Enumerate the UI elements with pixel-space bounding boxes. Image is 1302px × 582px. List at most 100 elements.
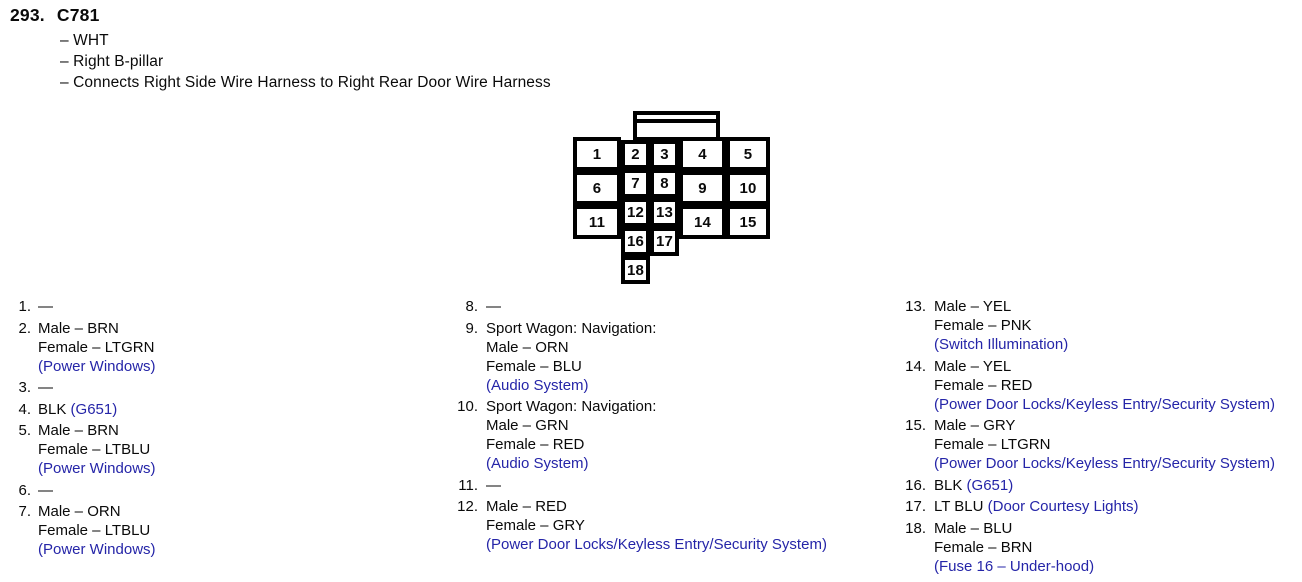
- pin-description: —: [486, 476, 501, 495]
- pin-system-label: (Power Windows): [38, 541, 156, 558]
- pin-wire-text: Male – YEL: [934, 357, 1012, 375]
- pin-wire-text: BLK: [934, 476, 967, 494]
- connector-pin-cell-4: 4: [679, 137, 726, 171]
- connector-pin-cell-13: 13: [650, 198, 679, 227]
- pin-wire-text: LT BLU: [934, 498, 988, 515]
- pin-wire-text: Female – LTBLU: [38, 441, 151, 458]
- connector-pin-cell-17: 17: [650, 227, 679, 256]
- pin-system-label: (Power Door Locks/Keyless Entry/Security…: [486, 536, 827, 553]
- pin-description: Male – ORN Female – LTBLU (Power Windows): [38, 502, 156, 559]
- pin-description-line: Female – BRN: [934, 538, 1094, 557]
- connector-notes: – WHT – Right B-pillar – Connects Right …: [60, 30, 551, 93]
- pin-number: 10.: [457, 398, 478, 415]
- pin-wire-text: Female – RED: [486, 436, 585, 453]
- pin-wire-text: Male – GRN: [486, 417, 569, 434]
- pin-wire-text: Male – ORN: [38, 503, 121, 520]
- pin-description-line: Female – RED: [934, 376, 1275, 395]
- pin-description-line: Male – GRY: [934, 416, 1275, 435]
- pin-system-label: (Door Courtesy Lights): [987, 498, 1139, 515]
- pin-description-line: (Power Door Locks/Keyless Entry/Security…: [934, 454, 1275, 473]
- pin-number: 1.: [18, 298, 31, 315]
- pin-description-line: Male – ORN: [38, 502, 156, 521]
- pin-description-line: (Switch Illumination): [934, 335, 1068, 354]
- pin-description-line: (Power Windows): [38, 357, 156, 376]
- connector-pin-cell-16: 16: [621, 227, 650, 256]
- pin-list-item: 17.LT BLU (Door Courtesy Lights): [900, 497, 1275, 516]
- pin-description: LT BLU (Door Courtesy Lights): [934, 497, 1139, 516]
- pin-wire-text: —: [38, 298, 53, 315]
- pin-description-column-3: 13. Male – YEL Female – PNK(Switch Illumin…: [900, 297, 1275, 578]
- pin-number: 13.: [905, 298, 926, 315]
- pin-wire-text: —: [38, 481, 53, 499]
- connector-pin-cell-12: 12: [621, 198, 650, 227]
- pin-description-line: Male – YEL: [934, 357, 1275, 376]
- pin-list-item: 13. Male – YEL Female – PNK(Switch Illumin…: [900, 297, 1275, 354]
- pin-description: BLK (G651): [934, 476, 1013, 495]
- connector-id: C781: [56, 5, 100, 25]
- pin-list-item: 10. Sport Wagon: Navigation: Male – GRN Fem…: [452, 397, 827, 473]
- connector-pin-cell-3: 3: [650, 140, 679, 169]
- pin-wire-text: —: [486, 298, 501, 315]
- pin-description: BLK (G651): [38, 400, 117, 419]
- pin-wire-text: Male – RED: [486, 498, 567, 515]
- pin-number: 12.: [457, 498, 478, 515]
- connector-pin-cell-2: 2: [621, 140, 650, 169]
- pin-description-line: (Audio System): [486, 376, 656, 395]
- pin-description-line: Sport Wagon: Navigation:: [486, 319, 656, 338]
- pin-wire-text: Female – PNK: [934, 317, 1032, 334]
- pin-system-label: (Power Door Locks/Keyless Entry/Security…: [934, 455, 1275, 472]
- connector-pin-cell-9: 9: [679, 171, 726, 205]
- pin-system-label: (G651): [70, 400, 118, 418]
- connector-pin-cell-14: 14: [679, 205, 726, 239]
- pin-system-label: (Power Windows): [38, 357, 156, 375]
- pin-wire-text: Sport Wagon: Navigation:: [486, 398, 657, 415]
- pin-number: 11.: [458, 476, 478, 494]
- pin-description-line: Male – YEL: [934, 297, 1068, 316]
- connector-pin-cell-8: 8: [650, 169, 679, 198]
- pin-description-line: Sport Wagon: Navigation:: [486, 397, 656, 416]
- pin-wire-text: Male – BLU: [934, 519, 1013, 537]
- pin-system-label: (Power Door Locks/Keyless Entry/Security…: [934, 395, 1275, 413]
- pin-description-line: —: [486, 476, 501, 495]
- pin-description-line: Female – GRY: [486, 516, 827, 535]
- connector-note-location: – Right B-pillar: [60, 53, 164, 70]
- pin-wire-text: Male – GRY: [934, 417, 1016, 434]
- pin-description-line: Female – LTBLU: [38, 521, 156, 540]
- pin-number: 8.: [465, 298, 478, 315]
- pin-wire-text: Female – GRY: [486, 517, 585, 534]
- pin-description: Male – RED Female – GRY (Power Door Locks/…: [486, 497, 827, 554]
- pin-wire-text: Male – YEL: [934, 298, 1012, 315]
- connector-pin-cell-7: 7: [621, 169, 650, 198]
- pin-description: —: [38, 481, 53, 500]
- pin-description-line: Female – LTGRN: [38, 338, 156, 357]
- pin-list-item: 8. —: [452, 297, 827, 316]
- connector-latch-tab: [633, 111, 720, 141]
- pin-list-item: 6.—: [12, 481, 156, 500]
- pin-description: —: [38, 378, 53, 397]
- pin-list-item: 1. —: [12, 297, 156, 316]
- pin-system-label: (Power Windows): [38, 460, 156, 477]
- connector-pin-cell-11: 11: [573, 205, 621, 239]
- pin-wire-text: Female – LTBLU: [38, 522, 151, 539]
- connector-pin-cell-18: 18: [621, 256, 650, 284]
- pin-system-label: (Audio System): [486, 376, 589, 394]
- pin-list-item: 3.—: [12, 378, 156, 397]
- pin-description: Sport Wagon: Navigation: Male – GRN Female…: [486, 397, 656, 473]
- pin-description-line: —: [38, 378, 53, 397]
- pin-description-line: Male – BRN: [38, 421, 156, 440]
- pin-number: 2.: [18, 319, 31, 337]
- pin-description-line: LT BLU (Door Courtesy Lights): [934, 497, 1139, 516]
- pin-description-line: (Power Windows): [38, 540, 156, 559]
- pin-description-line: Male – BRN: [38, 319, 156, 338]
- pin-number: 18.: [905, 519, 926, 537]
- pin-list-item: 11. —: [452, 476, 827, 495]
- connector-pin-cell-1: 1: [573, 137, 621, 171]
